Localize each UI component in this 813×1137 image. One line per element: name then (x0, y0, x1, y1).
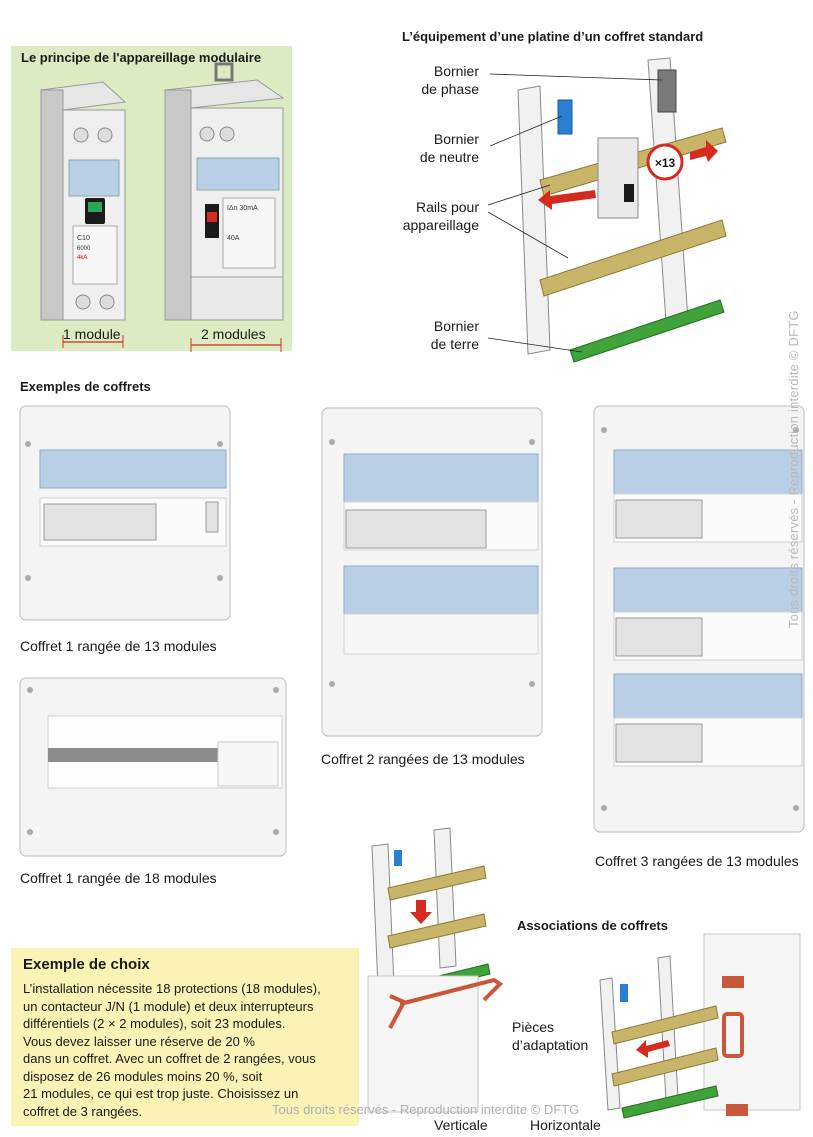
associations-title: Associations de coffrets (517, 918, 668, 933)
caption-coffret-3x13: Coffret 3 rangées de 13 modules (595, 853, 799, 869)
label-pieces-adaptation: Pièces d’adaptation (512, 1019, 589, 1053)
two-modules-label: 2 modules (201, 326, 266, 342)
coffret-2x13-illustration (321, 407, 543, 737)
choice-line: un contacteur J/N (1 module) et deux int… (23, 998, 314, 1014)
coffret-1x18-illustration (19, 677, 287, 857)
one-module-label: 1 module (63, 326, 121, 342)
choice-line: disposez de 26 modules moins 20 %, soit (23, 1068, 263, 1084)
svg-text:4kA: 4kA (77, 255, 87, 261)
caption-coffret-1x18: Coffret 1 rangée de 18 modules (20, 870, 217, 886)
label-bornier-phase: Bornier de phase (421, 63, 479, 97)
label-rails-appareillage: Rails pour appareillage (402, 199, 479, 233)
choice-line: Vous devez laisser une réserve de 20 % (23, 1033, 255, 1049)
choice-line: L’installation nécessite 18 protections … (23, 981, 321, 996)
association-verticale-illustration (367, 827, 504, 1113)
choice-title: Exemple de choix (23, 956, 150, 973)
coffret-3x13-illustration (593, 405, 805, 833)
rcd-rating-text: 40A (227, 235, 240, 242)
label-verticale: Verticale (434, 1117, 488, 1133)
multiplier-badge: ×13 (655, 156, 676, 170)
choice-example-panel: Exemple de choix L’installation nécessit… (11, 948, 359, 1126)
association-horizontale-illustration (599, 933, 801, 1119)
caption-coffret-1x13: Coffret 1 rangée de 13 modules (20, 638, 217, 654)
svg-text:6000: 6000 (77, 246, 91, 252)
principle-title: Le principe de l'appareillage modulaire (21, 50, 262, 65)
single-module-breaker-illustration: C10 6000 4kA (39, 81, 127, 348)
choice-line: 21 modules, ce qui est trop juste. Chois… (23, 1086, 299, 1101)
double-module-rcd-illustration: IΔn 30mA 40A (163, 62, 285, 352)
label-horizontale: Horizontale (530, 1117, 601, 1133)
watermark-vertical: Tous droits réservés - Reproduction inte… (786, 310, 801, 628)
watermark-horizontal: Tous droits réservés - Reproduction inte… (272, 1102, 580, 1117)
caption-coffret-2x13: Coffret 2 rangées de 13 modules (321, 751, 525, 767)
choice-line: dans un coffret. Avec un coffret de 2 ra… (23, 1051, 316, 1066)
breaker-rating-text: C10 (77, 235, 90, 242)
principle-panel: Le principe de l'appareillage modulaire … (11, 46, 292, 352)
label-bornier-neutre: Bornier de neutre (419, 131, 479, 165)
label-bornier-terre: Bornier de terre (430, 318, 479, 352)
platine-illustration: ×13 (487, 57, 727, 363)
examples-title: Exemples de coffrets (20, 379, 151, 394)
choice-body: L’installation nécessite 18 protections … (23, 980, 321, 1120)
coffret-1x13-illustration (19, 405, 231, 621)
platine-title: L’équipement d’une platine d’un coffret … (402, 29, 704, 44)
choice-line: coffret de 3 rangées. (23, 1103, 143, 1119)
rcd-sensitivity-text: IΔn 30mA (227, 205, 258, 212)
choice-line: différentiels (2 × 2 modules), soit 23 m… (23, 1016, 286, 1031)
